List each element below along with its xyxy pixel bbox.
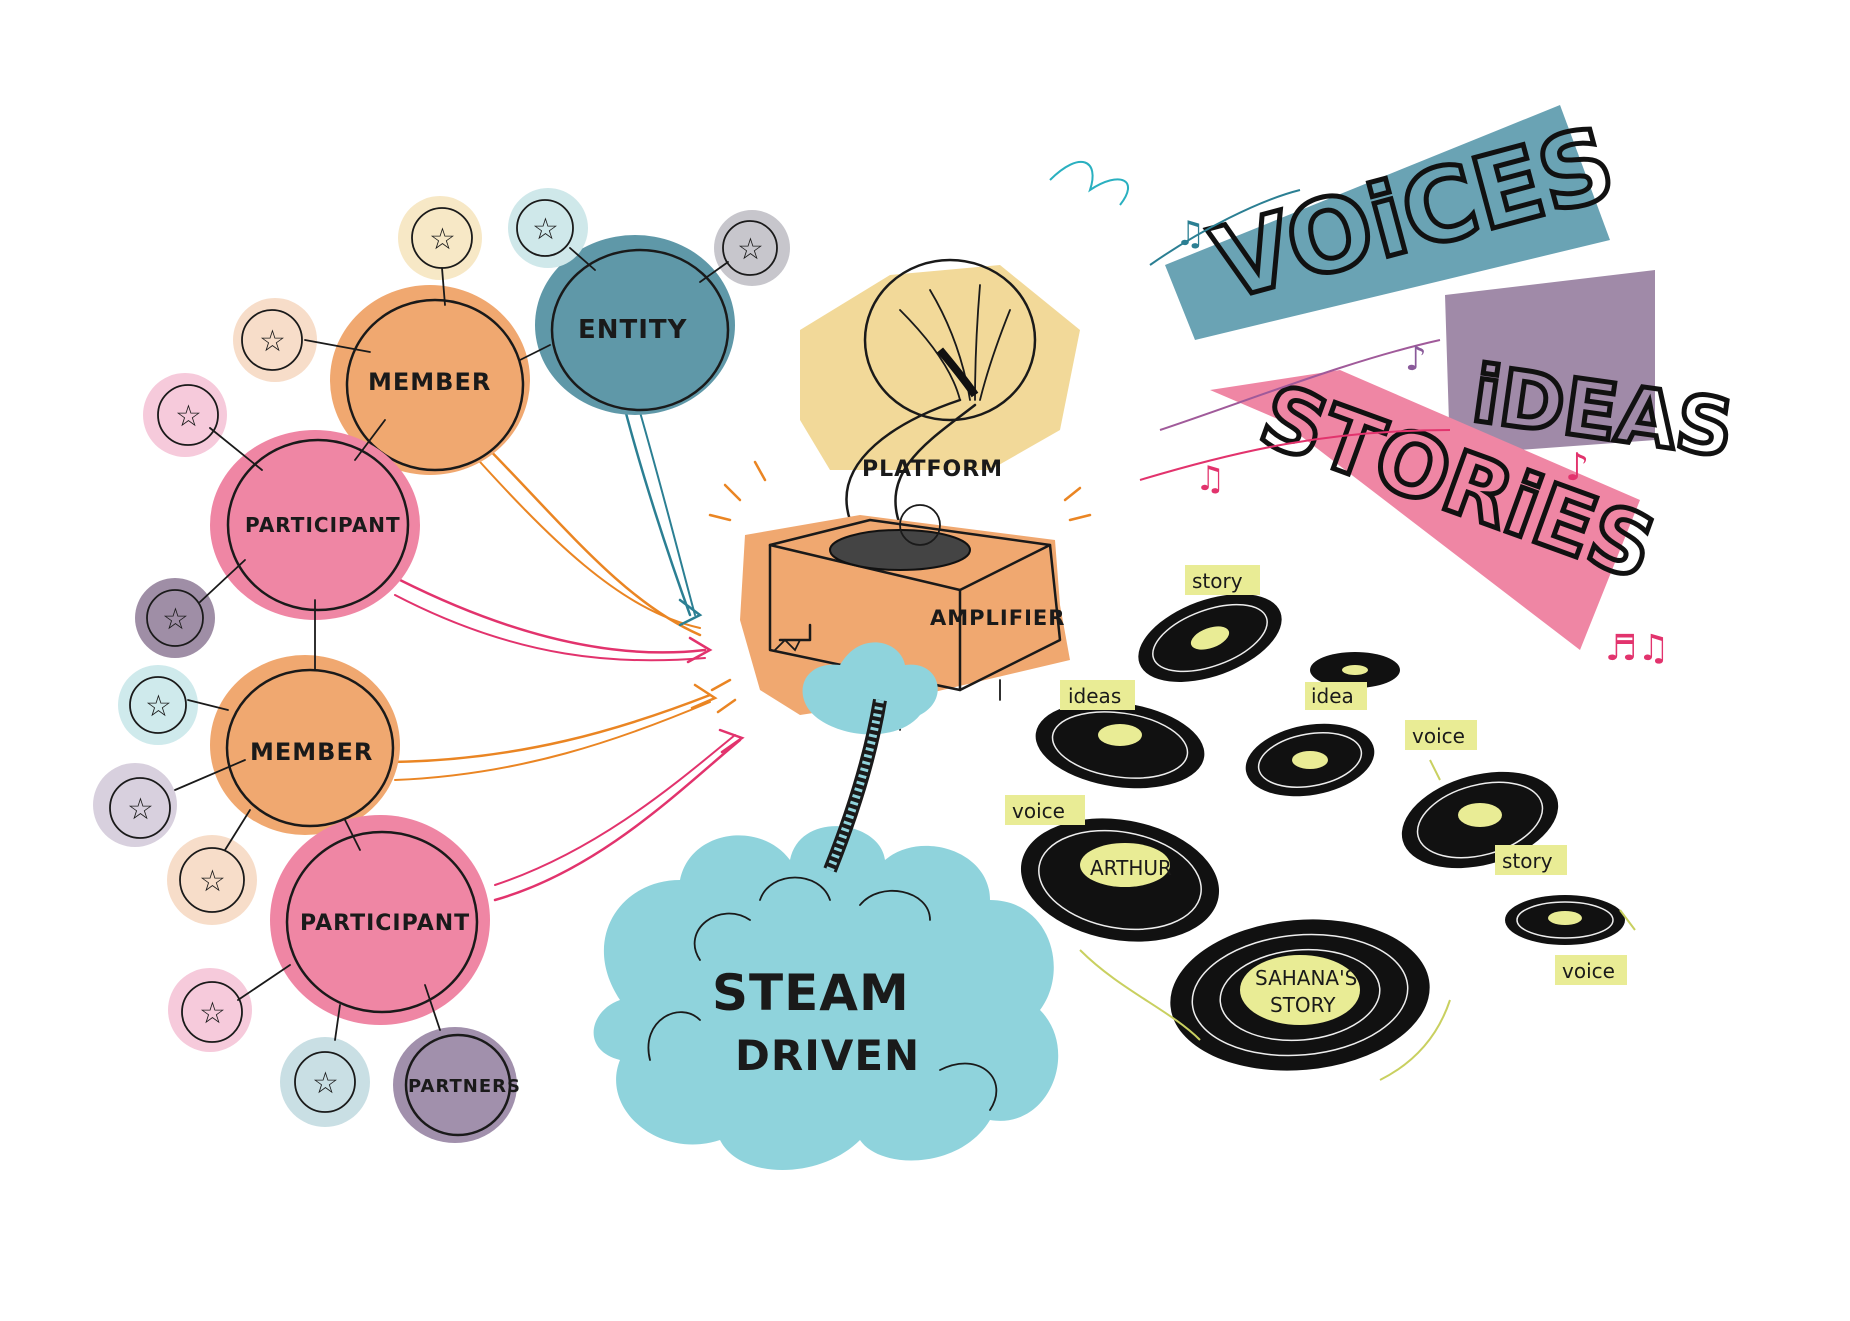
music-note-icon: ♪ (1565, 445, 1589, 489)
music-note-icon: ♫ (1195, 459, 1225, 499)
svg-text:PARTNERS: PARTNERS (408, 1076, 521, 1097)
svg-text:SAHANA'S: SAHANA'S (1255, 966, 1357, 990)
steam-cloud: STEAM DRIVEN (593, 642, 1059, 1170)
svg-text:☆: ☆ (532, 212, 559, 247)
music-note-icon: ♪ (1405, 339, 1427, 379)
star-icon: ☆ (280, 1037, 370, 1127)
star-icon: ☆ (714, 210, 790, 286)
steam-label: STEAM (712, 964, 910, 1022)
record: ARTHUR voice (1005, 795, 1220, 942)
svg-text:ideas: ideas (1068, 684, 1121, 708)
vinyl-records: story idea ideas voice story (1005, 565, 1636, 1081)
svg-text:☆: ☆ (199, 864, 226, 899)
star-nodes: ☆ ☆ ☆ ☆ ☆ ☆ ☆ ☆ ☆ ☆ ☆ (93, 188, 790, 1127)
music-note-icon: ♫ (1175, 214, 1205, 254)
node-member-bottom: MEMBER (210, 655, 400, 835)
platform-label: PLATFORM (862, 457, 1003, 482)
star-icon: ☆ (167, 835, 257, 925)
svg-text:☆: ☆ (127, 792, 154, 827)
svg-text:voice: voice (1562, 959, 1615, 983)
star-icon: ☆ (93, 763, 177, 847)
svg-text:☆: ☆ (312, 1066, 339, 1101)
flow-arrows (390, 388, 745, 902)
arrow-member-bottom (390, 693, 712, 764)
node-connectors (174, 247, 729, 1041)
record: story (1401, 771, 1567, 875)
record: ideas (1035, 680, 1205, 789)
amplifier-label: AMPLIFIER (930, 606, 1065, 630)
star-icon: ☆ (168, 968, 252, 1052)
record: idea (1305, 652, 1400, 710)
svg-text:☆: ☆ (175, 399, 202, 434)
svg-text:PARTICIPANT: PARTICIPANT (245, 513, 401, 537)
svg-text:story: story (1192, 569, 1243, 593)
banners: VOiCES iDEAS STORiES ♫ ♪ ♫ ♪ ♬♫ (1049, 102, 1741, 669)
svg-text:story: story (1502, 849, 1553, 873)
record: SAHANA'S STORY (1170, 919, 1430, 1071)
svg-text:☆: ☆ (429, 222, 456, 257)
music-note-icon: ♬♫ (1605, 628, 1670, 669)
svg-text:☆: ☆ (259, 324, 286, 359)
node-participant-bottom: PARTICIPANT (270, 815, 490, 1025)
svg-text:☆: ☆ (199, 996, 226, 1031)
arrow-participant-top (398, 578, 707, 654)
svg-text:PARTICIPANT: PARTICIPANT (300, 911, 470, 936)
star-icon: ☆ (143, 373, 227, 457)
svg-text:ENTITY: ENTITY (578, 315, 688, 345)
svg-text:☆: ☆ (737, 232, 764, 267)
star-icon: ☆ (508, 188, 588, 268)
record: voice (1505, 895, 1627, 985)
record: story (1138, 565, 1282, 682)
star-icon: ☆ (398, 196, 482, 280)
svg-text:ARTHUR: ARTHUR (1090, 856, 1172, 880)
svg-text:MEMBER: MEMBER (368, 368, 491, 396)
svg-text:voice: voice (1012, 799, 1065, 823)
node-participant-top: PARTICIPANT (210, 430, 420, 620)
arrow-member-top (468, 428, 702, 637)
svg-text:voice: voice (1412, 724, 1465, 748)
star-icon: ☆ (118, 665, 198, 745)
record: voice (1245, 720, 1477, 797)
arrow-entity (618, 388, 692, 617)
node-entity: ENTITY (535, 235, 735, 415)
svg-text:STORY: STORY (1270, 993, 1336, 1017)
svg-text:☆: ☆ (162, 602, 189, 637)
svg-text:idea: idea (1311, 684, 1354, 708)
arrow-participant-bottom (493, 738, 742, 902)
svg-text:MEMBER: MEMBER (250, 738, 373, 766)
svg-text:☆: ☆ (145, 689, 172, 724)
sparks (708, 460, 1092, 714)
star-icon: ☆ (233, 298, 317, 382)
star-icon: ☆ (135, 578, 215, 658)
driven-label: DRIVEN (735, 1031, 920, 1080)
node-partners: PARTNERS (393, 1027, 521, 1143)
gramophone: PLATFORM AMPLIFIER (740, 258, 1080, 731)
